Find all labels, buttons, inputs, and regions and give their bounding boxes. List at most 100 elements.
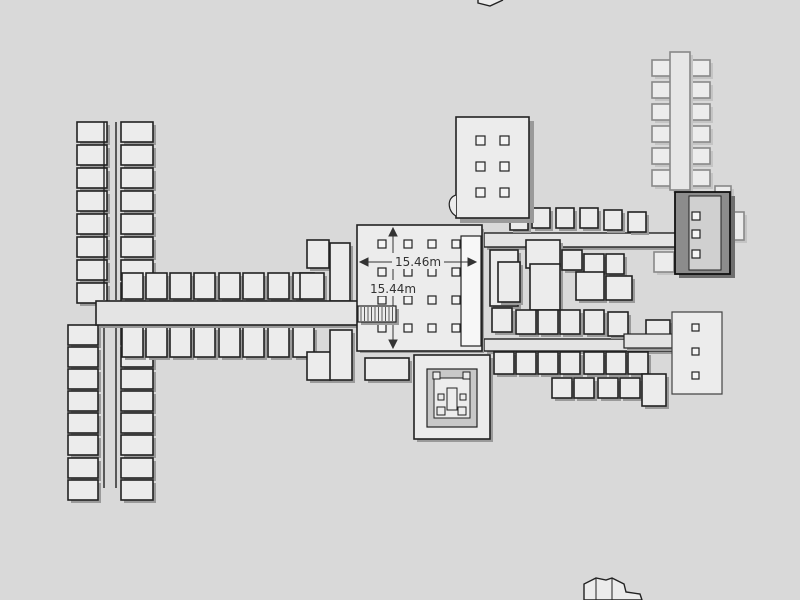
east-cell-south[interactable] bbox=[515, 351, 537, 375]
east-cell-north[interactable] bbox=[579, 207, 599, 229]
east-cell-south[interactable] bbox=[537, 351, 559, 375]
corridor-room-north[interactable] bbox=[121, 272, 144, 300]
east-dark-pavilion[interactable] bbox=[674, 191, 735, 278]
pillar bbox=[499, 187, 510, 198]
faded-corridor[interactable] bbox=[669, 51, 691, 191]
corridor-room-south[interactable] bbox=[121, 326, 144, 358]
east-cell-north[interactable] bbox=[627, 211, 647, 233]
east-cell-south[interactable] bbox=[583, 351, 605, 375]
faded-cell[interactable] bbox=[651, 169, 673, 187]
east-room[interactable] bbox=[583, 253, 605, 275]
corridor-room-north[interactable] bbox=[329, 242, 351, 302]
west-cell[interactable] bbox=[67, 457, 99, 479]
west-cell[interactable] bbox=[67, 368, 99, 390]
north-pavilion[interactable] bbox=[448, 116, 534, 223]
corridor-room-north[interactable] bbox=[145, 272, 168, 300]
west-cell[interactable] bbox=[120, 479, 154, 501]
corridor-room-north[interactable] bbox=[193, 272, 216, 300]
corridor-room-south[interactable] bbox=[329, 329, 353, 381]
west-cell[interactable] bbox=[120, 121, 154, 143]
west-cell[interactable] bbox=[67, 346, 99, 368]
east-room[interactable] bbox=[529, 263, 561, 311]
west-cell[interactable] bbox=[120, 457, 154, 479]
west-cell[interactable] bbox=[76, 236, 108, 258]
east-cell-middle[interactable] bbox=[559, 309, 581, 335]
west-cell[interactable] bbox=[120, 434, 154, 456]
east-cell-middle[interactable] bbox=[607, 311, 629, 337]
west-cell[interactable] bbox=[67, 479, 99, 501]
east-cell-south[interactable] bbox=[573, 377, 595, 399]
east-cell-south[interactable] bbox=[551, 377, 573, 399]
east-cell-north[interactable] bbox=[603, 209, 623, 231]
faded-cell[interactable] bbox=[651, 125, 673, 143]
east-cell-south[interactable] bbox=[605, 351, 627, 375]
corridor-room-south[interactable] bbox=[306, 351, 332, 381]
hall-stair bbox=[357, 305, 399, 325]
west-cell[interactable] bbox=[120, 412, 154, 434]
faded-cell[interactable] bbox=[651, 103, 673, 121]
corridor-room-south[interactable] bbox=[193, 326, 216, 358]
pillar bbox=[451, 267, 461, 277]
east-passage[interactable] bbox=[623, 333, 673, 349]
stair[interactable] bbox=[357, 305, 397, 323]
west-cell[interactable] bbox=[120, 213, 154, 235]
west-cell[interactable] bbox=[76, 282, 108, 304]
faded-cell[interactable] bbox=[651, 81, 673, 99]
west-cell[interactable] bbox=[120, 236, 154, 258]
west-cell[interactable] bbox=[76, 190, 108, 212]
west-cell[interactable] bbox=[76, 144, 108, 166]
west-cell[interactable] bbox=[76, 121, 108, 143]
west-cell[interactable] bbox=[120, 167, 154, 189]
west-cell[interactable] bbox=[76, 213, 108, 235]
corridor-room-south[interactable] bbox=[218, 326, 241, 358]
east-cell-middle[interactable] bbox=[583, 309, 605, 335]
east-room[interactable] bbox=[641, 373, 667, 407]
corridor-room-north[interactable] bbox=[299, 272, 325, 300]
corridor-room-north[interactable] bbox=[242, 272, 265, 300]
corridor-room-north[interactable] bbox=[306, 239, 330, 269]
east-cell-north[interactable] bbox=[531, 207, 551, 229]
east-cell-middle[interactable] bbox=[515, 309, 537, 335]
east-cell-middle[interactable] bbox=[491, 307, 513, 333]
west-cell[interactable] bbox=[120, 368, 154, 390]
west-cell[interactable] bbox=[120, 190, 154, 212]
south-annex[interactable] bbox=[364, 357, 410, 381]
east-cell-south[interactable] bbox=[619, 377, 641, 399]
east-room[interactable] bbox=[605, 275, 633, 301]
faded-cell[interactable] bbox=[651, 59, 673, 77]
west-cell[interactable] bbox=[67, 324, 99, 346]
west-cell[interactable] bbox=[120, 144, 154, 166]
east-stair[interactable] bbox=[575, 271, 605, 301]
west-cell[interactable] bbox=[120, 390, 154, 412]
faded-cell[interactable] bbox=[653, 251, 675, 273]
south-shrine[interactable] bbox=[413, 354, 493, 442]
east-room[interactable] bbox=[497, 261, 521, 303]
corridor-room-south[interactable] bbox=[169, 326, 192, 358]
corridor-room-south[interactable] bbox=[267, 326, 290, 358]
east-room[interactable] bbox=[605, 253, 625, 275]
corridor-room-north[interactable] bbox=[218, 272, 241, 300]
corridor-room-north[interactable] bbox=[267, 272, 290, 300]
west-cell[interactable] bbox=[76, 167, 108, 189]
central-hall[interactable]: 15.46m 15.44m bbox=[356, 224, 484, 353]
west-cell[interactable] bbox=[67, 434, 99, 456]
corridor-room-north[interactable] bbox=[169, 272, 192, 300]
corridor-room-south[interactable] bbox=[145, 326, 168, 358]
west-cell[interactable] bbox=[67, 412, 99, 434]
east-cell-middle[interactable] bbox=[537, 309, 559, 335]
east-cell-south[interactable] bbox=[597, 377, 619, 399]
east-room[interactable] bbox=[561, 249, 583, 271]
corridor-room-south[interactable] bbox=[242, 326, 265, 358]
east-light-pavilion[interactable] bbox=[671, 311, 723, 395]
west-corridor[interactable] bbox=[95, 300, 359, 326]
north-east-corridor[interactable] bbox=[483, 232, 677, 248]
west-cell[interactable] bbox=[67, 390, 99, 412]
east-cell-south[interactable] bbox=[493, 351, 515, 375]
west-cell[interactable] bbox=[76, 259, 108, 281]
east-cell-south[interactable] bbox=[559, 351, 581, 375]
east-cell-south[interactable] bbox=[627, 351, 649, 375]
east-cell-north[interactable] bbox=[555, 207, 575, 229]
faded-cell[interactable] bbox=[651, 147, 673, 165]
